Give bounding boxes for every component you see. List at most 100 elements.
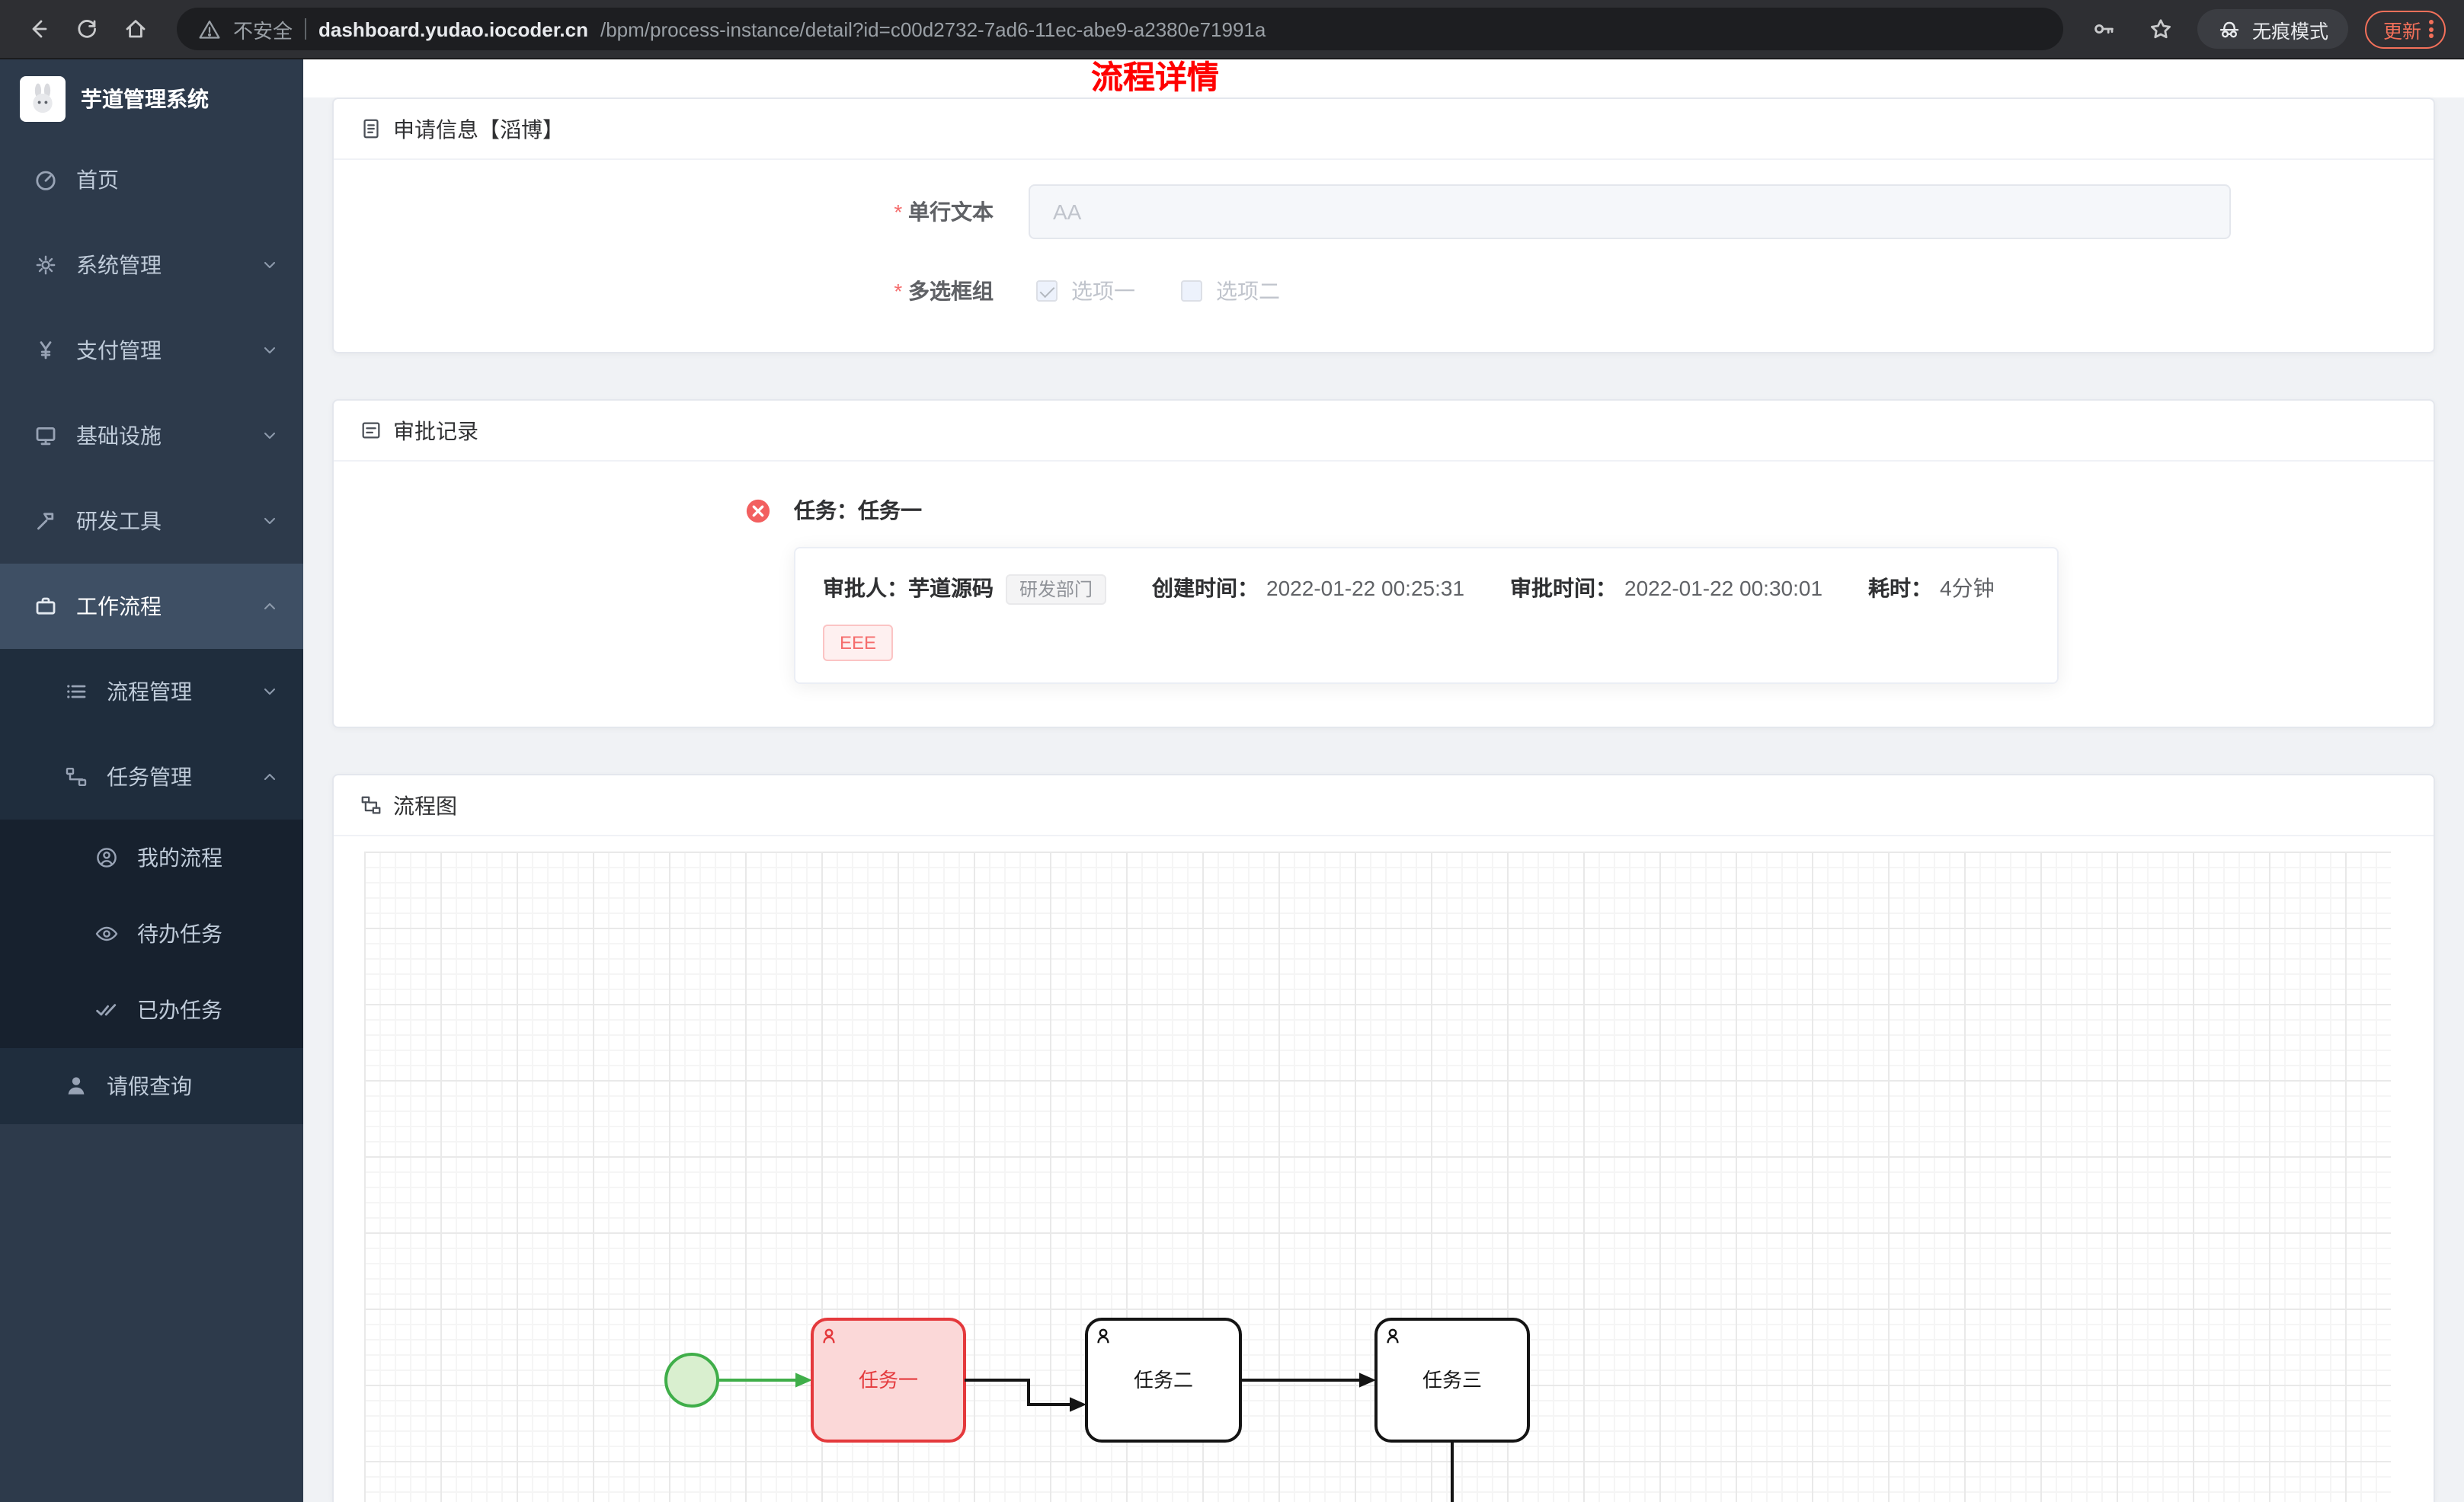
approved-label: 审批时间： <box>1510 576 1618 600</box>
sidebar-item-label: 任务管理 <box>107 765 192 789</box>
sidebar-item-payment[interactable]: 支付管理 <box>0 308 303 393</box>
application-info-card: 申请信息【滔博】 单行文本 AA 多选框组 选项 <box>332 97 2435 353</box>
update-label: 更新 <box>2382 21 2421 42</box>
input-value: AA <box>1053 200 1082 224</box>
approved-time: 2022-01-22 00:30:01 <box>1624 576 1823 600</box>
task-label: 任务三 <box>1422 1369 1482 1392</box>
main-content: 流程详情 申请信息【滔博】 单行文本 AA 多选框组 <box>303 59 2464 1502</box>
bpmn-task-node-3[interactable]: 任务三 <box>1374 1318 1530 1443</box>
card-header: 申请信息【滔博】 <box>334 99 2434 160</box>
bpmn-task-node-1[interactable]: 任务一 <box>811 1318 966 1443</box>
bpmn-start-event[interactable] <box>664 1353 719 1408</box>
app-title: 芋道管理系统 <box>81 86 209 110</box>
sidebar-item-label: 首页 <box>76 168 119 192</box>
url-host: dashboard.yudao.iocoder.cn <box>318 18 588 40</box>
sidebar-item-my-process[interactable]: 我的流程 <box>0 820 303 896</box>
incognito-label: 无痕模式 <box>2251 21 2328 42</box>
kebab-menu-icon <box>2429 18 2434 40</box>
duration-value: 4分钟 <box>1940 576 1995 600</box>
sidebar-item-label: 系统管理 <box>76 253 162 277</box>
bpmn-flow-task1-task2 <box>965 1379 1086 1412</box>
sidebar-item-label: 待办任务 <box>137 922 222 946</box>
not-secure-label: 不安全 <box>233 19 293 42</box>
bpmn-canvas[interactable]: 任务一 <box>364 852 2391 1502</box>
approval-detail-card: 审批人：芋道源码研发部门 创建时间：2022-01-22 00:25:31 审批… <box>794 547 2059 684</box>
person-icon <box>64 1074 88 1098</box>
duration-label: 耗时： <box>1868 576 1933 600</box>
created-time-pair: 创建时间：2022-01-22 00:25:31 <box>1152 573 1464 603</box>
chevron-up-icon <box>261 768 279 786</box>
chevron-down-icon <box>261 427 279 445</box>
app-logo-avatar <box>20 75 66 121</box>
chevron-up-icon <box>261 597 279 615</box>
browser-home-button[interactable] <box>116 9 155 49</box>
sidebar-item-label: 工作流程 <box>76 594 162 618</box>
checkbox-label: 选项二 <box>1216 279 1280 303</box>
checkbox-option: 选项二 <box>1181 276 1280 306</box>
not-secure-warning-icon <box>198 18 221 40</box>
approval-records-card: 审批记录 任务：任务一 审批人：芋道源码研发部门 创建时间：2022-0 <box>332 399 2435 728</box>
card-header: 审批记录 <box>334 401 2434 462</box>
form-row: 多选框组 选项一 选项二 <box>334 276 2434 306</box>
sidebar-item-label: 我的流程 <box>137 845 222 870</box>
checkbox-box <box>1036 280 1058 302</box>
approver-name: 芋道源码 <box>908 576 994 600</box>
sidebar-item-dev-tools[interactable]: 研发工具 <box>0 478 303 564</box>
incognito-badge: 无痕模式 <box>2197 9 2348 49</box>
sidebar-item-label: 支付管理 <box>76 338 162 363</box>
sidebar-item-home[interactable]: 首页 <box>0 137 303 222</box>
refresh-icon <box>78 20 96 38</box>
browser-back-button[interactable] <box>18 9 58 49</box>
approver-pair: 审批人：芋道源码研发部门 <box>823 573 1107 605</box>
sidebar-item-leave-query[interactable]: 请假查询 <box>0 1048 303 1124</box>
checkbox-group: 选项一 选项二 <box>1036 276 1280 306</box>
home-icon <box>126 20 146 38</box>
bpmn-diagram: 任务一 <box>664 1318 1530 1502</box>
timeline: 任务：任务一 审批人：芋道源码研发部门 创建时间：2022-01-22 00:2… <box>334 462 2434 727</box>
user-task-icon <box>1387 1328 1399 1344</box>
dashboard-icon <box>34 168 58 192</box>
sidebar-item-workflow[interactable]: 工作流程 <box>0 564 303 649</box>
sidebar-item-process-management[interactable]: 流程管理 <box>0 649 303 734</box>
duration-pair: 耗时： 4分钟 <box>1868 573 1995 603</box>
key-icon <box>2094 24 2114 34</box>
update-button[interactable]: 更新 <box>2364 10 2446 48</box>
workflow-submenu: 流程管理 任务管理 我的流程 待办任务 <box>0 649 303 1124</box>
user-task-icon <box>823 1328 835 1344</box>
page-title: 流程详情 <box>1091 61 1219 96</box>
password-manager-button[interactable] <box>2085 9 2124 49</box>
card-title: 审批记录 <box>393 418 478 443</box>
card-title: 流程图 <box>393 793 457 817</box>
sidebar-item-task-management[interactable]: 任务管理 <box>0 734 303 820</box>
sidebar-item-todo-task[interactable]: 待办任务 <box>0 896 303 972</box>
checkbox-option: 选项一 <box>1036 276 1135 306</box>
url-bar[interactable]: 不安全 dashboard.yudao.iocoder.cn/bpm/proce… <box>177 8 2063 50</box>
gear-icon <box>34 253 58 277</box>
sidebar-item-system[interactable]: 系统管理 <box>0 222 303 308</box>
card-title: 申请信息【滔博】 <box>393 117 564 141</box>
chevron-down-icon <box>261 512 279 530</box>
task-label: 任务二 <box>1134 1369 1193 1392</box>
sidebar-item-label: 基础设施 <box>76 423 162 448</box>
bpmn-task-node-2[interactable]: 任务二 <box>1085 1318 1242 1443</box>
browser-refresh-button[interactable] <box>67 9 107 49</box>
bpmn-flow-start-task1 <box>718 1373 812 1388</box>
chevron-down-icon <box>261 341 279 360</box>
double-check-icon <box>94 998 119 1022</box>
app-logo-row: 芋道管理系统 <box>0 59 303 137</box>
checkbox-label: 选项一 <box>1071 279 1135 303</box>
rabbit-icon <box>33 82 53 113</box>
sidebar-item-infrastructure[interactable]: 基础设施 <box>0 393 303 478</box>
approval-detail-row: 审批人：芋道源码研发部门 创建时间：2022-01-22 00:25:31 审批… <box>823 573 2030 605</box>
yen-icon <box>34 338 58 363</box>
application-form: 单行文本 AA 多选框组 选项一 <box>334 160 2434 352</box>
person-circle-icon <box>94 845 119 870</box>
bookmark-star-button[interactable] <box>2141 9 2181 49</box>
checkbox-box <box>1181 280 1202 302</box>
briefcase-icon <box>34 594 58 618</box>
sidebar-item-label: 请假查询 <box>107 1074 192 1098</box>
sidebar-item-done-task[interactable]: 已办任务 <box>0 972 303 1048</box>
card-header: 流程图 <box>334 775 2434 836</box>
url-path: /bpm/process-instance/detail?id=c00d2732… <box>600 18 1266 40</box>
